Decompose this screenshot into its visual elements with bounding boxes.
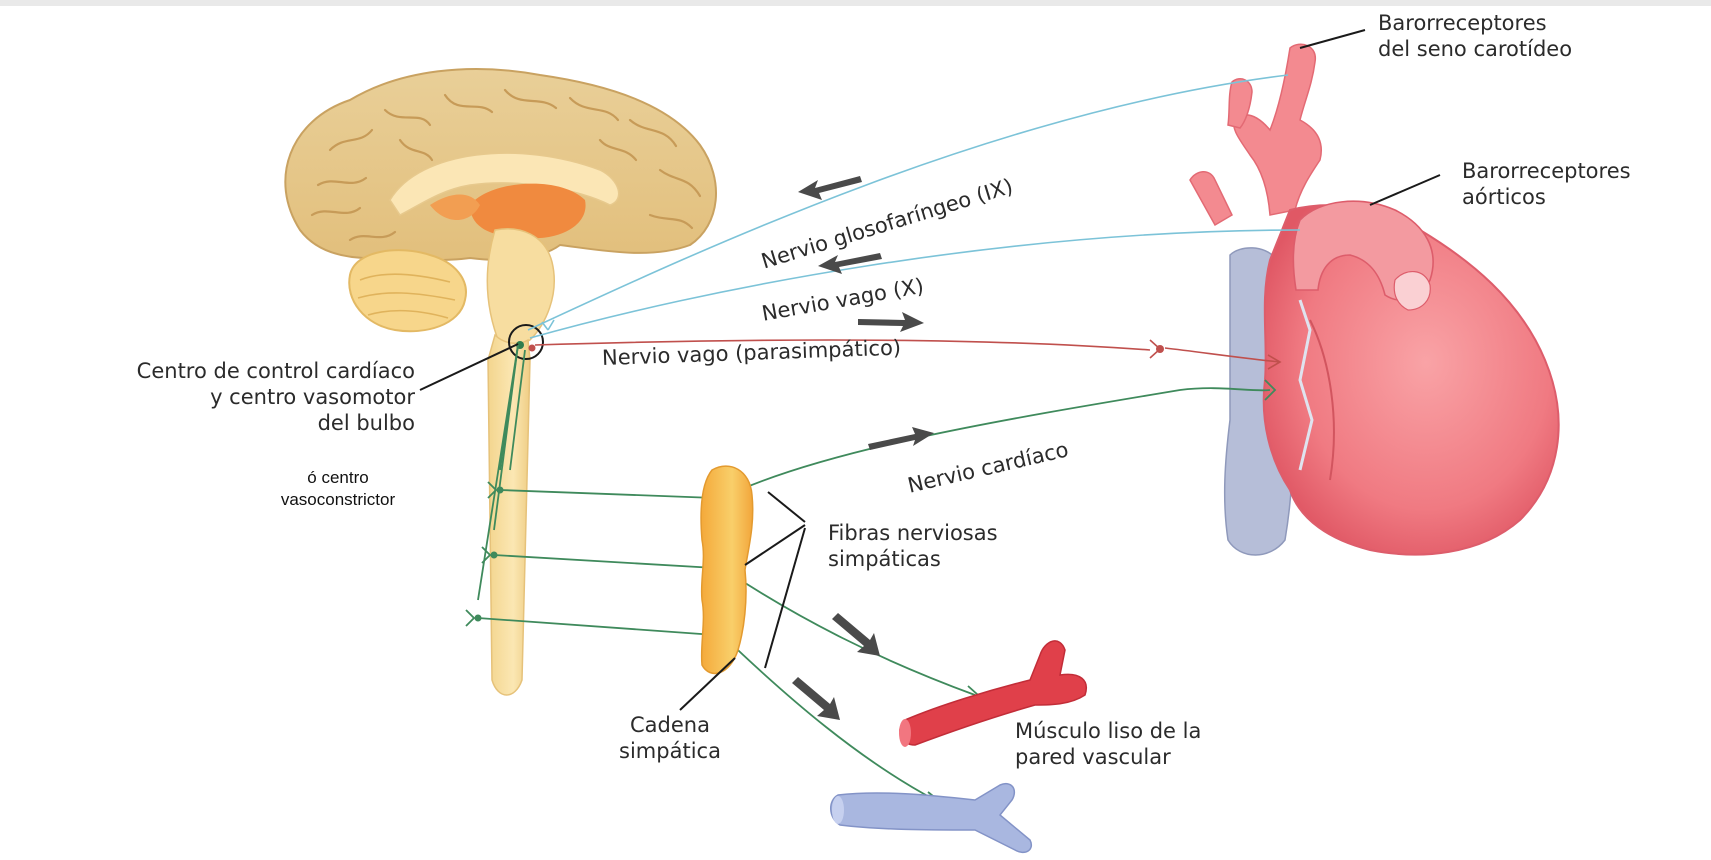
sympathetic-fibers-label: Fibras nerviosas simpáticas — [828, 520, 998, 572]
carotid-baroreceptors-line-2: del seno carotídeo — [1378, 36, 1572, 62]
carotid-baroreceptors-line-1: Barorreceptores — [1378, 10, 1572, 36]
aortic-baroreceptors-line-2: aórticos — [1462, 184, 1631, 210]
aortic-baroreceptors-label: Barorreceptores aórticos — [1462, 158, 1631, 210]
smooth-muscle-line-2: pared vascular — [1015, 744, 1201, 770]
sympathetic-fibers-line-1: Fibras nerviosas — [828, 520, 998, 546]
heart — [1190, 44, 1559, 555]
sympathetic-fibers-line-2: simpáticas — [828, 546, 998, 572]
cardiac-control-line-2: y centro vasomotor — [10, 384, 415, 410]
smooth-muscle-line-1: Músculo liso de la — [1015, 718, 1201, 744]
brain — [285, 69, 716, 345]
carotid-artery — [1234, 44, 1322, 215]
spinal-cord — [488, 335, 530, 695]
cardiac-control-line-1: Centro de control cardíaco — [10, 358, 415, 384]
vasoconstrictor-note-line-1: ó centro — [248, 467, 428, 489]
brainstem — [487, 229, 554, 345]
aortic-baroreceptors-line-1: Barorreceptores — [1462, 158, 1631, 184]
vasoconstrictor-note-line-2: vasoconstrictor — [248, 489, 428, 511]
sympathetic-chain-label: Cadena simpática — [605, 712, 735, 764]
sympathetic-chain-line-2: simpática — [605, 738, 735, 764]
sympathetic-chain-line-1: Cadena — [605, 712, 735, 738]
sympathetic-chain-ganglia — [701, 466, 753, 673]
cardiac-control-line-3: del bulbo — [10, 410, 415, 436]
carotid-baroreceptors-label: Barorreceptores del seno carotídeo — [1378, 10, 1572, 62]
arrow-right-parasympathetic — [858, 312, 924, 332]
arrow-right-cardiac — [868, 427, 934, 450]
smooth-muscle-label: Músculo liso de la pared vascular — [1015, 718, 1201, 770]
arrow-down-vein — [792, 677, 840, 720]
arrow-left-vagus — [818, 253, 882, 274]
arrow-left-glossopharyngeal — [798, 176, 862, 200]
vasoconstrictor-note: ó centro vasoconstrictor — [248, 467, 428, 511]
cardiac-control-center-label: Centro de control cardíaco y centro vaso… — [10, 358, 415, 436]
cerebellum — [349, 250, 466, 331]
arrow-down-artery — [832, 613, 880, 656]
